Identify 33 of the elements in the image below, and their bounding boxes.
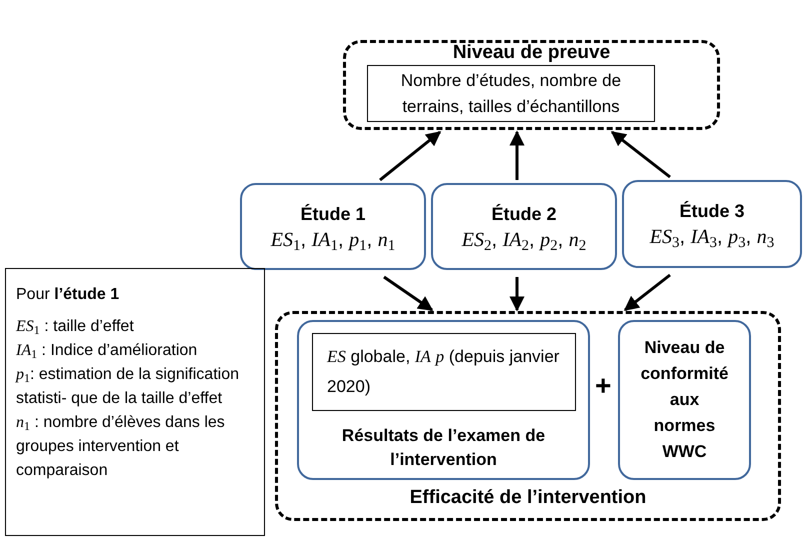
group-frame xyxy=(343,40,720,130)
arrow xyxy=(510,277,524,312)
study-box xyxy=(622,180,802,268)
arrow xyxy=(379,130,442,182)
arrow xyxy=(610,130,671,178)
note-line: n$_{1}$ : nombre d’élèves dans les groupes intervention et comparaison xyxy=(16,413,226,481)
arrow xyxy=(510,130,524,180)
study-title: Étude 3 xyxy=(679,200,744,223)
standards-box xyxy=(618,320,751,480)
note-line: ES$_{1}$ : taille d’effet xyxy=(16,317,135,339)
text-box xyxy=(367,65,655,122)
box-text: Nombre d’études, nombre de terrains, tailles d’échantillons xyxy=(400,70,622,118)
note-line: IA$_{1}$ : Indice d’amélioration xyxy=(16,341,198,363)
box-text: ES globale, IA p (depuis janvier 2020) xyxy=(326,346,560,398)
heading: Niveau de conformité aux normes WWC xyxy=(640,337,728,463)
formula: ES$_{3}$, IA$_{3}$, p$_{3}$, n$_{3}$ xyxy=(650,225,774,250)
note-heading: Pour l’étude 1 xyxy=(16,285,120,305)
heading: Efficacité de l’intervention xyxy=(408,486,648,510)
group-frame xyxy=(275,311,781,521)
formula: ES$_{1}$, IA$_{1}$, p$_{1}$, n$_{1}$ xyxy=(270,228,396,252)
formula: ES$_{2}$, IA$_{2}$, p$_{2}$, n$_{2}$ xyxy=(462,228,586,252)
study-title: Étude 1 xyxy=(300,202,366,226)
arrow xyxy=(624,274,671,312)
note-box xyxy=(5,268,265,536)
plus-sign: + xyxy=(595,370,612,402)
study-title: Étude 2 xyxy=(491,202,556,226)
arrow xyxy=(383,276,434,312)
study-box xyxy=(431,183,617,270)
text-box xyxy=(312,333,576,411)
results-box xyxy=(297,320,590,480)
heading: Niveau de preuve xyxy=(452,41,612,65)
heading: Résultats de l’examen de l’intervention xyxy=(340,425,546,471)
study-box xyxy=(240,183,426,270)
